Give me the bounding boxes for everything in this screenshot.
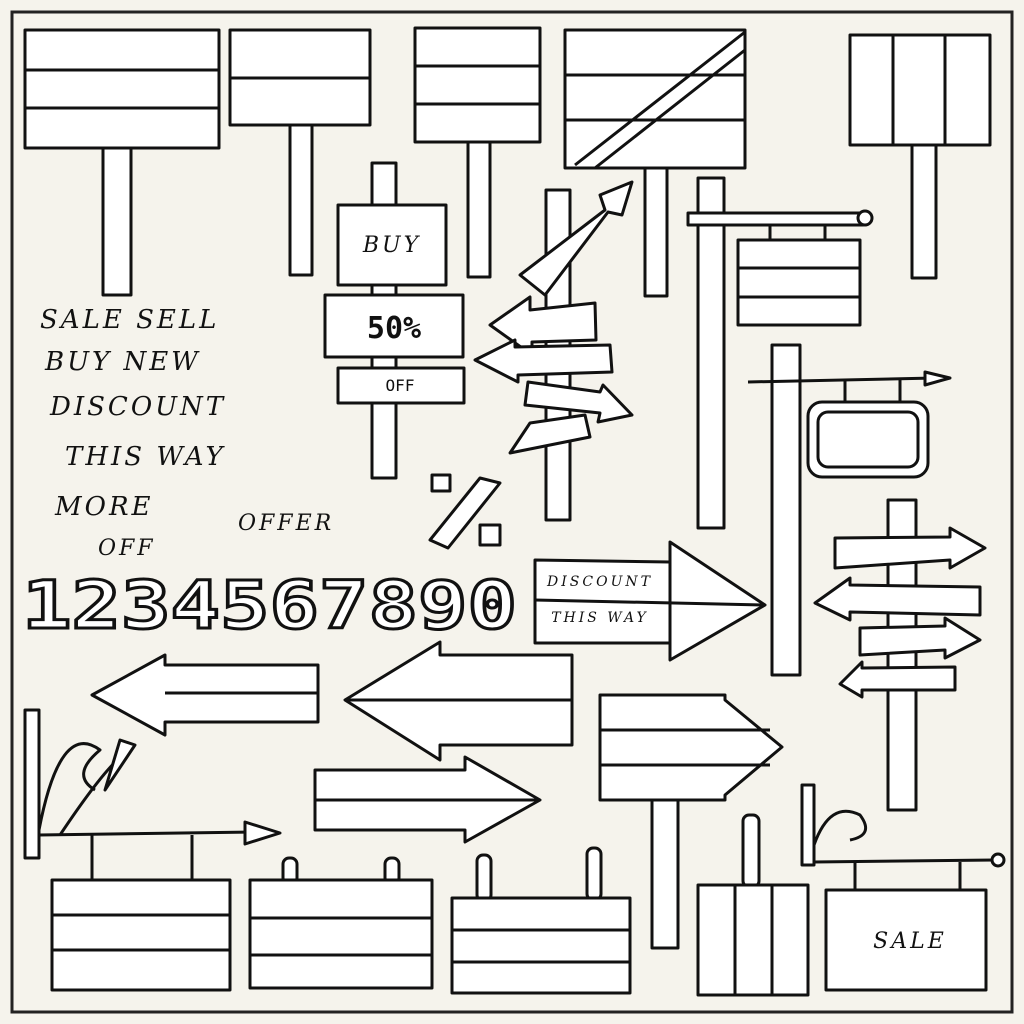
chain-sign-1 — [248, 856, 434, 990]
hanging-sign-pole — [686, 176, 874, 530]
left-arrow-1 — [90, 653, 320, 737]
word-sale-sell: SALE SELL — [40, 305, 219, 335]
outlined-numerals: 1234567890 — [22, 567, 517, 644]
word-off: OFF — [98, 536, 156, 561]
left-arrow-2 — [343, 640, 574, 762]
arrow-sign-on-post — [598, 693, 784, 950]
sale-sign-label: SALE — [873, 929, 947, 954]
word-this-way: THIS WAY — [65, 442, 226, 472]
multi-arrow-signpost — [813, 498, 987, 812]
word-buy-new: BUY NEW — [44, 347, 201, 377]
sign-post-vertical-planks — [848, 33, 992, 280]
buy-label: BUY — [362, 233, 421, 258]
outer-frame — [10, 10, 1014, 1014]
right-arrow-bottom — [313, 755, 542, 844]
off-label: OFF — [386, 376, 415, 395]
ornate-frame-sign-pole — [747, 343, 952, 677]
discount-arrow-label: DISCOUNT — [546, 574, 653, 590]
word-discount: DISCOUNT — [49, 392, 226, 422]
sale-hanging-sign — [800, 783, 1006, 992]
word-offer: OFFER — [238, 511, 334, 536]
sign-post-3 — [413, 26, 542, 279]
sign-post-1 — [23, 28, 221, 297]
sign-post-2 — [228, 28, 372, 277]
chain-sign-vertical — [696, 813, 810, 997]
this-way-arrow-label: THIS WAY — [551, 610, 649, 626]
arrow-direction-pole — [473, 180, 634, 522]
word-more: MORE — [54, 492, 154, 522]
bracket-hanging-sign — [23, 708, 282, 992]
word-list: SALE SELL BUY NEW DISCOUNT THIS WAY MORE… — [40, 305, 334, 561]
fifty-percent-label: 50% — [367, 311, 421, 346]
buy-fifty-off-signpost — [323, 161, 466, 480]
chain-sign-2 — [450, 846, 632, 995]
discount-arrow-sign — [533, 540, 767, 662]
percent-symbol-doodle — [428, 473, 502, 550]
sign-post-crossed — [563, 28, 747, 298]
